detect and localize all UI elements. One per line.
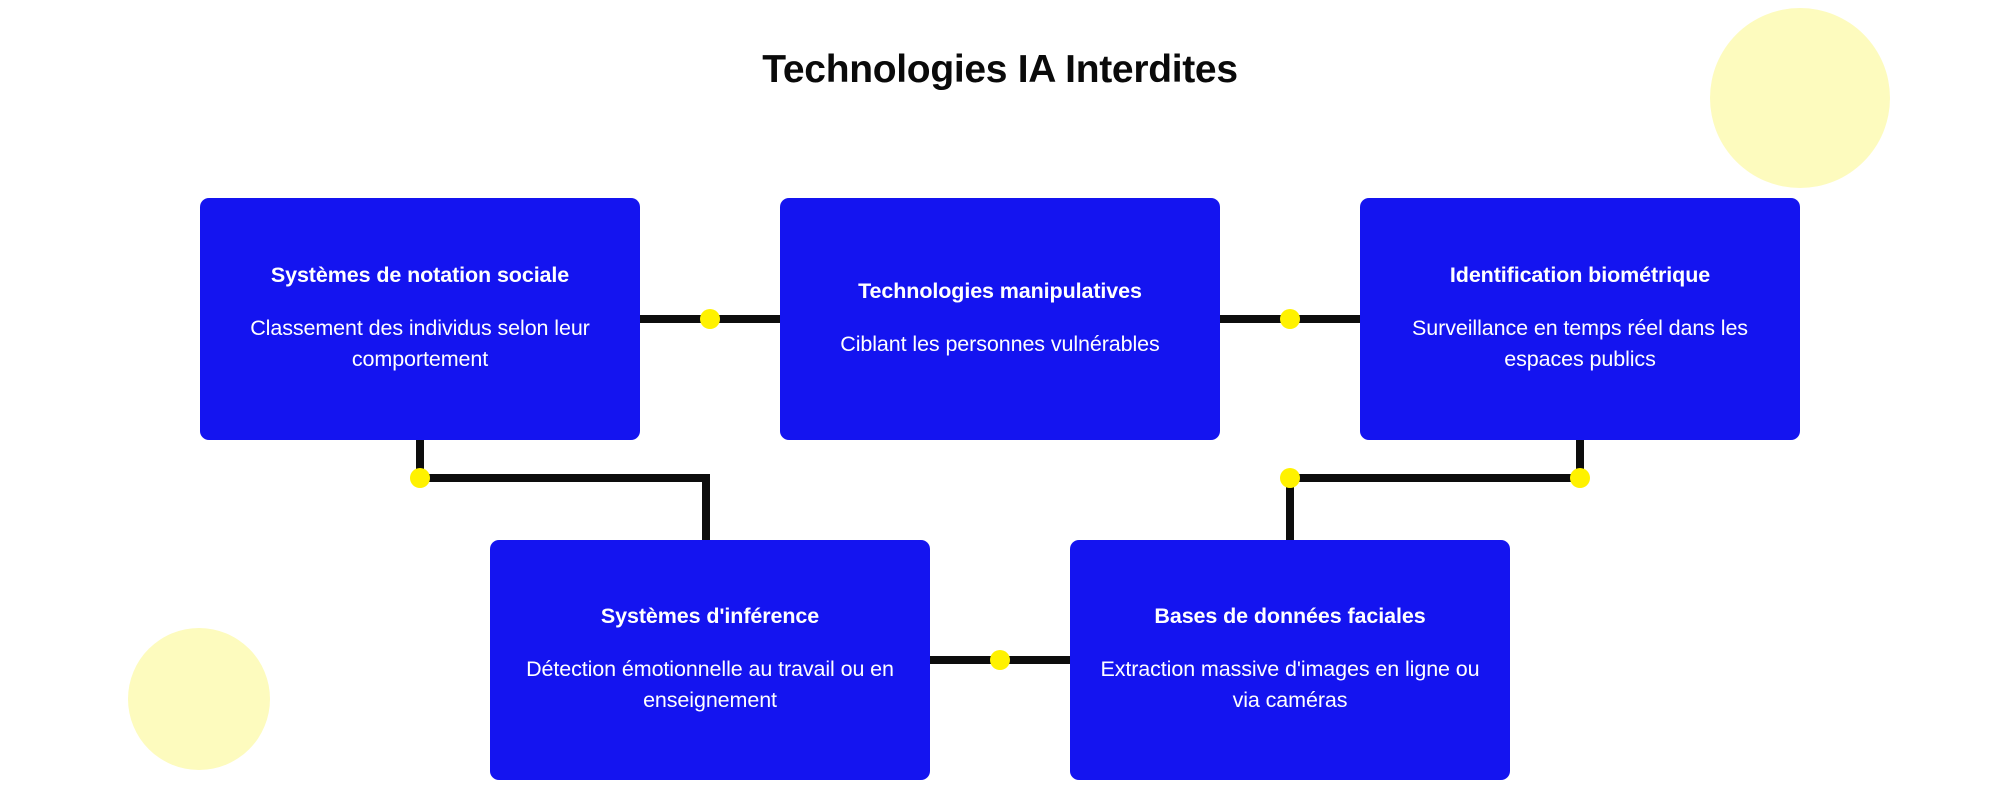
node-title: Systèmes d'inférence [600, 604, 820, 629]
node-description: Classement des individus selon leur comp… [250, 316, 590, 372]
connector-dot-biometrique-right [1570, 468, 1590, 488]
connector-dot-biometrique-to-faciales [1280, 468, 1300, 488]
page-title: Technologies IA Interdites [762, 48, 1238, 91]
connector-line-notation-down [416, 440, 424, 478]
connector-dot-notation-to-inference [410, 468, 430, 488]
node-title: Technologies manipulatives [858, 278, 1142, 303]
node-bases-donnees-faciales[interactable]: Bases de données faciales Extraction mas… [1070, 540, 1510, 780]
connector-line-inference-down [702, 474, 710, 540]
node-description: Extraction massive d'images en ligne ou … [1100, 657, 1480, 713]
connector-dot-notation-to-manipulatives [700, 309, 720, 329]
decorative-circle-top-right [1710, 8, 1890, 188]
node-description: Ciblant les personnes vulnérables [840, 331, 1160, 356]
decorative-circle-bottom-left [128, 628, 270, 770]
connector-line-inference-to-faciales [930, 656, 1070, 664]
connector-dot-inference-to-faciales [990, 650, 1010, 670]
connector-line-manipulatives-to-biometrique [1220, 315, 1360, 323]
node-title: Bases de données faciales [1154, 604, 1426, 629]
connector-line-biometrique-horizontal [1290, 474, 1584, 482]
node-systemes-inference[interactable]: Systèmes d'inférence Détection émotionne… [490, 540, 930, 780]
connector-dot-manipulatives-to-biometrique [1280, 309, 1300, 329]
connector-line-notation-to-manipulatives [640, 315, 780, 323]
connector-line-notation-horizontal [416, 474, 710, 482]
node-title: Systèmes de notation sociale [270, 263, 570, 288]
node-technologies-manipulatives[interactable]: Technologies manipulatives Ciblant les p… [780, 198, 1220, 440]
node-title: Identification biométrique [1449, 263, 1711, 288]
connector-line-biometrique-down [1576, 440, 1584, 478]
connector-line-faciales-down [1286, 474, 1294, 540]
node-description: Surveillance en temps réel dans les espa… [1412, 316, 1748, 372]
node-identification-biometrique[interactable]: Identification biométrique Surveillance … [1360, 198, 1800, 440]
node-description: Détection émotionnelle au travail ou en … [526, 657, 894, 713]
node-notation-sociale[interactable]: Systèmes de notation sociale Classement … [200, 198, 640, 440]
